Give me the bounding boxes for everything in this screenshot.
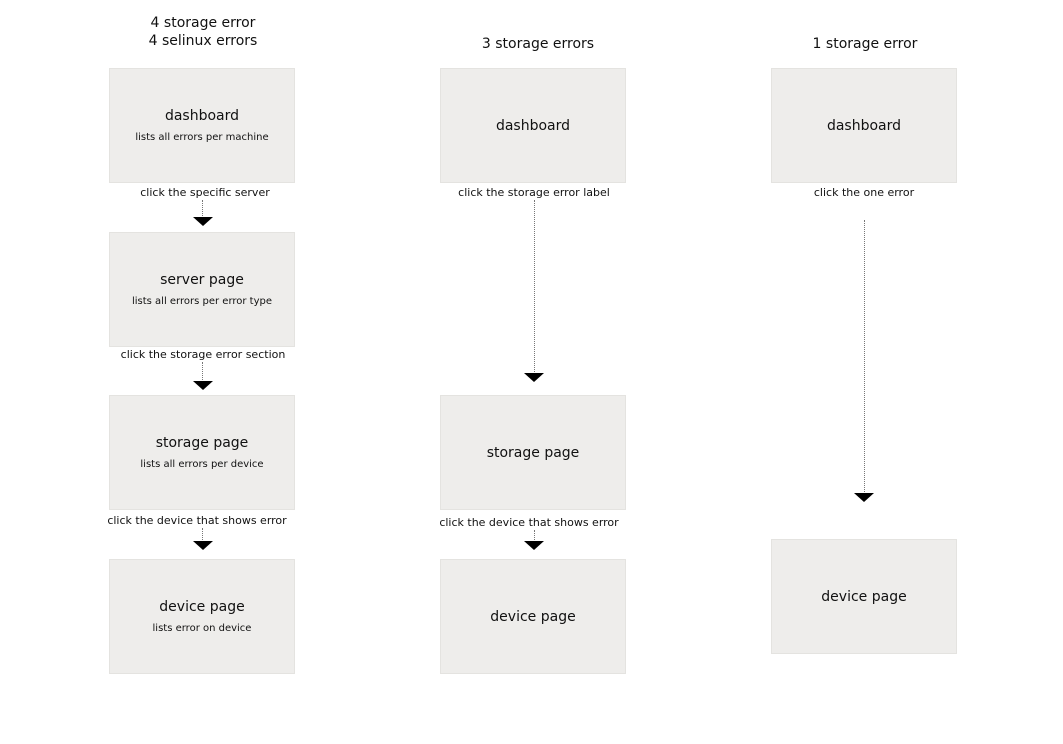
node-device-page-column-1: device page lists error on device (109, 559, 295, 674)
node-subtitle: lists all errors per machine (135, 132, 269, 143)
node-title: storage page (155, 435, 249, 451)
node-dashboard-column-3: dashboard (771, 68, 957, 183)
dotted-connector (202, 362, 203, 380)
dotted-connector (534, 530, 535, 540)
node-subtitle: lists all errors per device (140, 459, 264, 470)
column-3-title-line-1: 1 storage error (812, 36, 918, 52)
column-1-title-line-1: 4 storage error (150, 15, 256, 31)
column-1-title-line-2: 4 selinux errors (148, 33, 258, 49)
node-title: dashboard (164, 108, 240, 124)
node-device-page-column-2: device page (440, 559, 626, 674)
arrow-down-icon (193, 541, 213, 550)
node-dashboard-column-2: dashboard (440, 68, 626, 183)
column-1-title: 4 storage error 4 selinux errors (83, 14, 323, 50)
edge-label-click-device-shows-error: click the device that shows error (107, 514, 287, 527)
node-title: storage page (486, 444, 580, 461)
node-title: server page (160, 272, 244, 288)
edge-label-click-storage-error-label: click the storage error label (458, 186, 610, 199)
dotted-connector (202, 200, 203, 216)
node-subtitle: lists error on device (152, 623, 252, 634)
edge-label-click-storage-error-section: click the storage error section (120, 348, 286, 361)
node-title: dashboard (826, 117, 902, 134)
node-storage-page-column-2: storage page (440, 395, 626, 510)
node-title: device page (821, 588, 907, 605)
edge-label-click-specific-server: click the specific server (140, 186, 270, 199)
arrow-down-icon (193, 381, 213, 390)
column-2-title: 3 storage errors (418, 35, 658, 53)
node-title: device page (490, 608, 576, 625)
node-dashboard-column-1: dashboard lists all errors per machine (109, 68, 295, 183)
dotted-connector (864, 220, 865, 492)
edge-label-click-device-shows-error: click the device that shows error (439, 516, 619, 529)
column-3-title: 1 storage error (745, 35, 985, 53)
arrow-down-icon (193, 217, 213, 226)
node-storage-page-column-1: storage page lists all errors per device (109, 395, 295, 510)
node-device-page-column-3: device page (771, 539, 957, 654)
column-2-title-line-1: 3 storage errors (481, 36, 595, 52)
arrow-down-icon (524, 541, 544, 550)
arrow-down-icon (854, 493, 874, 502)
node-title: dashboard (495, 117, 571, 134)
node-subtitle: lists all errors per error type (131, 296, 273, 307)
dotted-connector (534, 200, 535, 372)
edge-label-click-one-error: click the one error (813, 186, 915, 199)
arrow-down-icon (524, 373, 544, 382)
node-title: device page (159, 599, 245, 615)
node-server-page: server page lists all errors per error t… (109, 232, 295, 347)
dotted-connector (202, 528, 203, 540)
